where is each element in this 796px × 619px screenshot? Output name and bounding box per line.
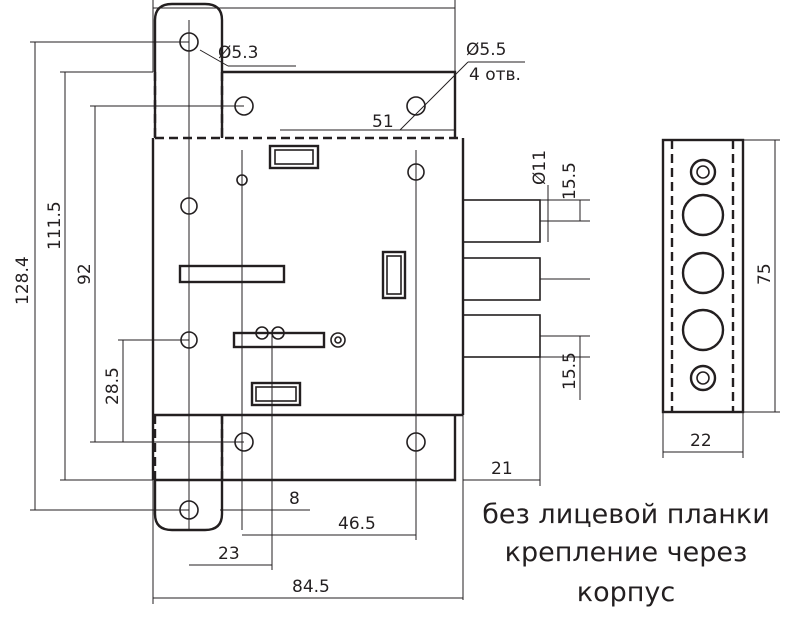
dim-backset: 46.5 [338,514,376,534]
faceplate [661,138,745,414]
top-strap [153,2,224,138]
caption-line-1: без лицевой планки [482,499,770,530]
dim-bolt-offset-top: 15.5 [560,162,580,200]
bolt [462,199,541,243]
slot [250,381,302,407]
bottom-plate [222,415,457,482]
dim-hole-spacing: 51 [372,112,394,132]
mount-hole [406,96,426,116]
dim-offset-8: 8 [289,489,300,509]
dim-height-total: 128.4 [13,256,33,305]
dim-bolt-offset-bottom: 15.5 [560,352,580,390]
dim-faceplate-width: 22 [690,431,712,451]
dim-faceplate-height: 75 [755,263,775,285]
bolt [462,257,541,301]
dim-keyhole-height: 28.5 [103,367,123,405]
dim-hole-large: Ø5.5 [466,40,506,60]
latch-bar [178,264,286,284]
slot [268,144,320,170]
dim-offset-23: 23 [218,544,240,564]
dim-hole-count: 4 отв. [469,65,521,85]
dim-height-inner: 111.5 [45,201,65,250]
bolt [462,314,541,358]
dim-body-width: 84.5 [292,577,330,597]
dim-bolt-diameter: Ø11 [530,150,550,185]
caption-line-3: корпус [577,577,675,608]
dim-hole-vertical: 92 [75,263,95,285]
bottom-strap [153,415,224,532]
caption-line-2: крепление через [505,537,748,568]
dim-bolt-projection: 21 [491,459,513,479]
top-plate [222,70,457,138]
slot [381,250,407,300]
dim-hole-small: Ø5.3 [218,43,258,63]
keyhole [232,331,326,349]
